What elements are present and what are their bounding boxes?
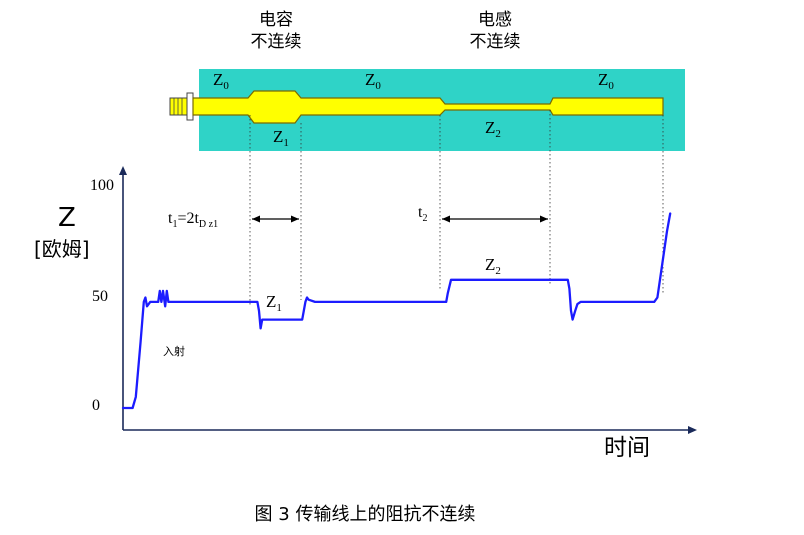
svg-text:t1=2tD z1: t1=2tD z1 <box>168 210 218 230</box>
x-axis-label-time: 时间 <box>604 435 650 461</box>
x-axis-arrow <box>688 426 697 434</box>
figure-caption: 图 3 传输线上的阻抗不连续 <box>255 504 476 525</box>
svg-text:Z1: Z1 <box>273 127 289 149</box>
inductive-label-line1: 电感 <box>478 10 512 30</box>
incident-label: 入射 <box>163 344 185 358</box>
svg-text:Z0: Z0 <box>365 70 381 92</box>
svg-text:Z2: Z2 <box>485 118 501 140</box>
capacitive-label-line2: 不连续 <box>251 32 302 52</box>
label-z1-plot: Z1 <box>266 292 282 314</box>
label-z0-right: Z0 <box>598 70 614 92</box>
svg-text:Z2: Z2 <box>485 255 501 277</box>
y-axis-unit: [欧姆] <box>34 237 90 261</box>
label-z0-middle: Z0 <box>365 70 381 92</box>
dotted-guides <box>249 110 664 305</box>
label-z0-left: Z0 <box>213 70 229 92</box>
tdr-axes <box>119 166 697 434</box>
label-z1-board: Z1 <box>273 127 289 149</box>
t2-annotation: t2 <box>418 204 548 224</box>
inductive-label-line2: 不连续 <box>470 32 521 52</box>
svg-text:Z0: Z0 <box>598 70 614 92</box>
svg-text:Z0: Z0 <box>213 70 229 92</box>
coax-connector <box>169 92 194 121</box>
svg-text:Z1: Z1 <box>266 292 282 314</box>
svg-text:t2: t2 <box>418 204 427 224</box>
tick-label-50: 50 <box>92 288 108 305</box>
label-z2-plot: Z2 <box>485 255 501 277</box>
label-z2-board: Z2 <box>485 118 501 140</box>
y-axis-arrow <box>119 166 127 175</box>
tick-label-0: 0 <box>92 397 100 414</box>
impedance-curve <box>121 212 672 410</box>
capacitive-label-line1: 电容 <box>259 10 293 30</box>
y-axis-label-z: Z <box>58 203 76 233</box>
tick-label-100: 100 <box>90 177 114 194</box>
t1-annotation: t1=2tD z1 <box>168 210 299 230</box>
